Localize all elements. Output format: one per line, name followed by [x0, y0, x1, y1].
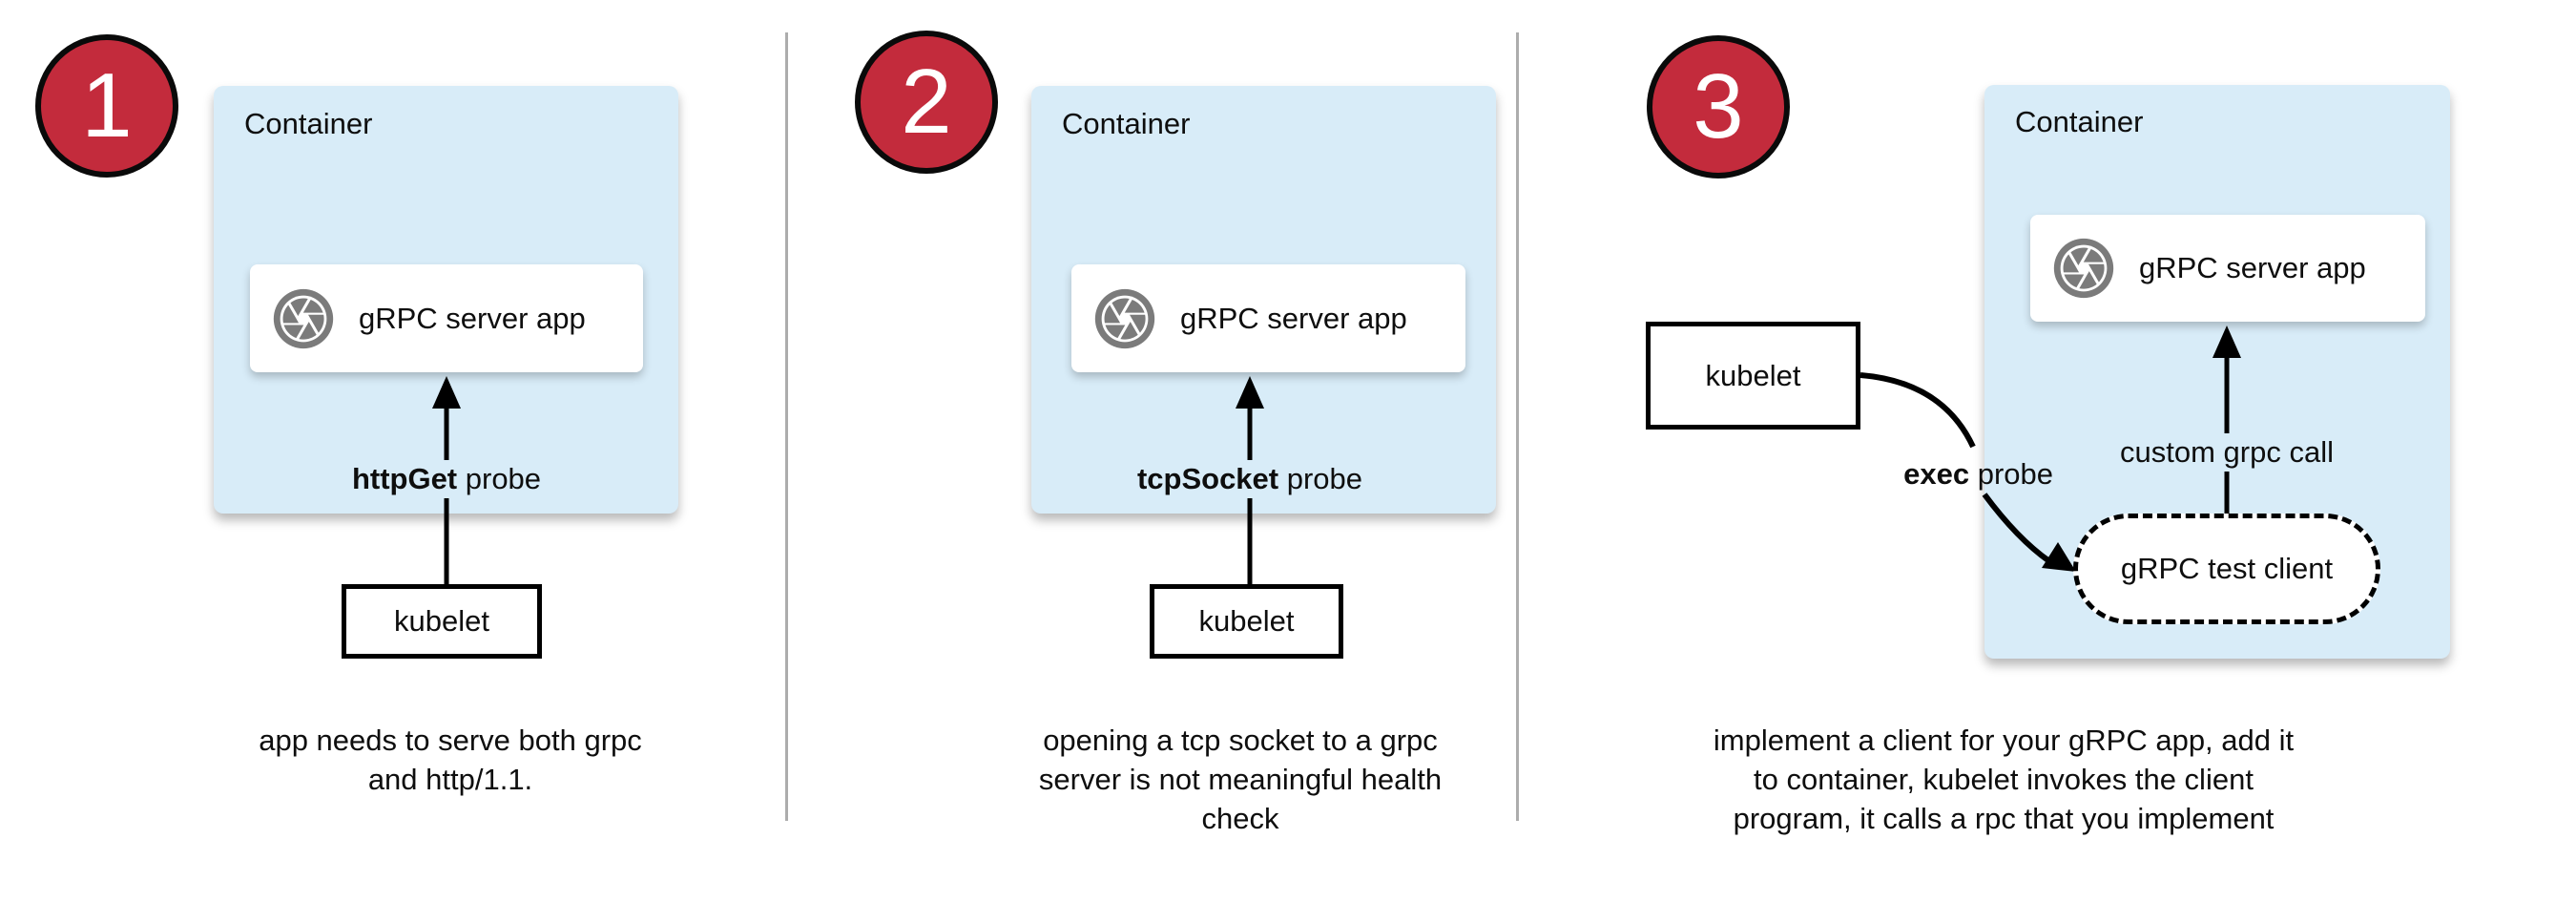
caption-line: and http/1.1. — [367, 763, 533, 796]
caption-line: implement a client for your gRPC app, ad… — [1713, 724, 2295, 757]
container-label-3: Container — [2015, 105, 2144, 138]
container-label-2: Container — [1062, 107, 1191, 140]
caption-line: server is not meaningful health — [1038, 763, 1443, 796]
step-badge-1: 1 — [35, 34, 178, 178]
camera-aperture-icon — [1094, 288, 1155, 348]
caption-1: app needs to serve both grpc and http/1.… — [116, 721, 784, 799]
camera-aperture-icon — [2053, 238, 2114, 299]
kubelet-box-1: kubelet — [342, 584, 542, 659]
caption-line: app needs to serve both grpc — [259, 724, 642, 757]
kubelet-label: kubelet — [1198, 604, 1295, 638]
panel-divider-1 — [785, 32, 788, 821]
step-badge-3: 3 — [1647, 35, 1790, 178]
probe-type: httpGet — [351, 462, 458, 495]
grpc-test-client-box: gRPC test client — [2073, 514, 2380, 624]
step-number: 1 — [81, 54, 133, 157]
caption-line: to container, kubelet invokes the client — [1754, 763, 2254, 796]
probe-label-2: tcpSocket probe — [1107, 460, 1393, 498]
probe-type: tcpSocket — [1136, 462, 1279, 495]
caption-2: opening a tcp socket to a grpc server is… — [906, 721, 1574, 838]
probe-label-1: httpGet probe — [303, 460, 590, 498]
caption-line: opening a tcp socket to a grpc — [1043, 724, 1438, 757]
camera-aperture-icon — [273, 288, 334, 348]
custom-grpc-call-label: custom grpc call — [2084, 433, 2370, 472]
caption-line: program, it calls a rpc that you impleme… — [1733, 802, 2275, 835]
kubelet-label: kubelet — [1705, 358, 1801, 392]
step-number: 3 — [1693, 55, 1744, 157]
panel-divider-2 — [1516, 32, 1519, 821]
kubelet-box-3: kubelet — [1646, 322, 1860, 430]
caption-line: check — [1201, 802, 1279, 835]
grpc-server-app-box-1: gRPC server app — [250, 264, 643, 372]
grpc-server-app-label: gRPC server app — [2139, 251, 2366, 284]
grpc-server-app-box-2: gRPC server app — [1071, 264, 1465, 372]
grpc-server-app-label: gRPC server app — [359, 301, 586, 335]
kubelet-box-2: kubelet — [1150, 584, 1343, 659]
step-badge-2: 2 — [855, 31, 998, 174]
probe-label-3: exec probe — [1834, 457, 2053, 492]
caption-3: implement a client for your gRPC app, ad… — [1622, 721, 2385, 838]
grpc-test-client-label: gRPC test client — [2120, 552, 2334, 585]
step-number: 2 — [901, 51, 952, 153]
grpc-server-app-box-3: gRPC server app — [2030, 215, 2425, 322]
kubelet-label: kubelet — [394, 604, 489, 638]
probe-word: probe — [457, 462, 542, 495]
probe-type: exec — [1903, 457, 1970, 491]
grpc-server-app-label: gRPC server app — [1180, 301, 1407, 335]
probe-word: probe — [1278, 462, 1363, 495]
container-label-1: Container — [244, 107, 373, 140]
probe-word: probe — [1969, 457, 2053, 491]
